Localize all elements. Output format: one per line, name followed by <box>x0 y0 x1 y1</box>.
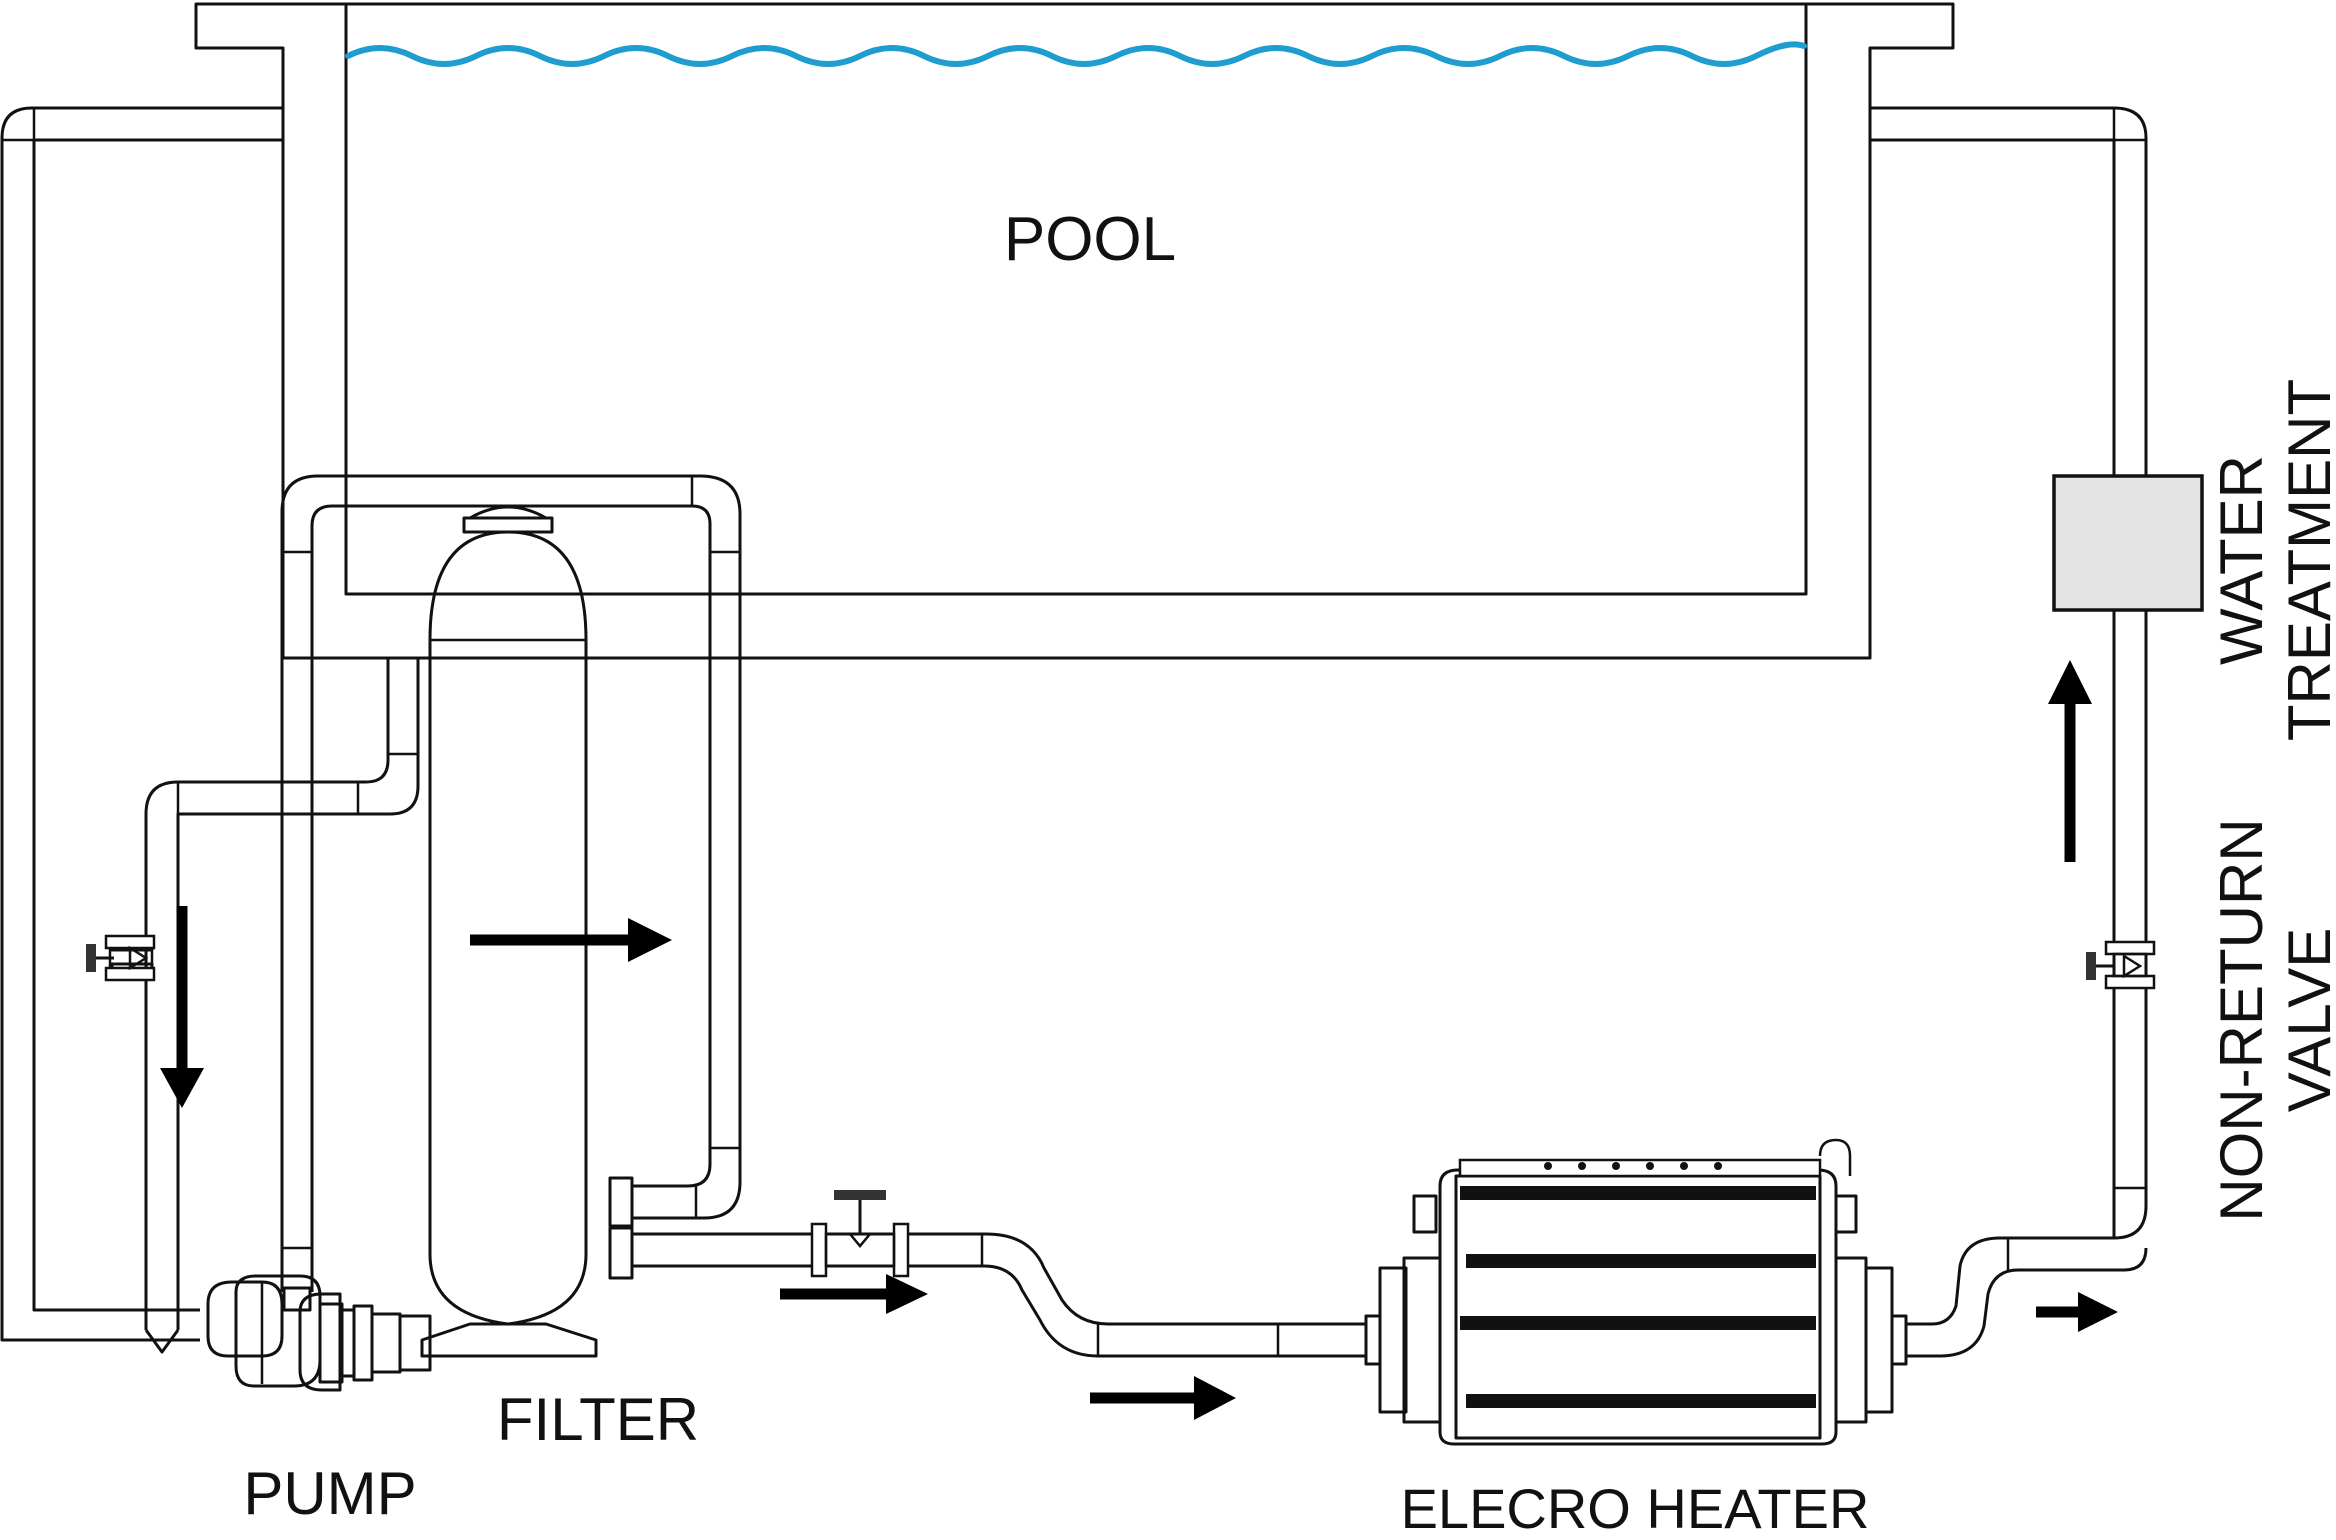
flow-arrow-icon-right-bottom <box>1090 1376 1236 1420</box>
filter-to-heater-pipe <box>632 1232 1366 1358</box>
outlet-gate-valve[interactable] <box>810 1190 910 1278</box>
water-treatment-label-line2: TREATMENT <box>2276 379 2336 741</box>
flow-arrow-icon-up <box>2048 660 2092 862</box>
water-surface <box>345 41 1807 67</box>
non-return-label-line2: VALVE <box>2276 928 2336 1113</box>
non-return-valve[interactable]: NON-RETURN VALVE <box>2086 818 2336 1222</box>
water-treatment-box <box>2052 474 2204 612</box>
flow-arrow-icon-right-out <box>2036 1292 2118 1332</box>
water-treatment-label-line1: WATER <box>2208 455 2275 665</box>
drain-gate-valve[interactable] <box>86 934 156 982</box>
flow-arrow-icon-down <box>160 906 204 1108</box>
sand-filter: FILTER <box>420 505 699 1453</box>
pool-label: POOL <box>1004 205 1176 274</box>
pool-basin: POOL <box>194 2 1955 660</box>
electro-heater: ELECRO HEATER <box>1364 1138 1908 1540</box>
pump-discharge-pipe <box>280 474 742 1292</box>
skimmer-return-pipe <box>0 106 283 1342</box>
flow-arrow-icon-right-top <box>470 918 672 962</box>
flow-arrow-icon-right-mid <box>780 1274 928 1314</box>
heater-return-pipe <box>1870 106 2148 1358</box>
heater-label: ELECRO HEATER <box>1401 1477 1870 1540</box>
pump-label: PUMP <box>243 1460 416 1527</box>
water-treatment-unit: WATER TREATMENT <box>2052 379 2336 741</box>
pump <box>206 1274 432 1392</box>
filter-label: FILTER <box>497 1386 699 1453</box>
main-drain-pipe <box>144 658 420 1354</box>
non-return-label-line1: NON-RETURN <box>2208 818 2275 1221</box>
